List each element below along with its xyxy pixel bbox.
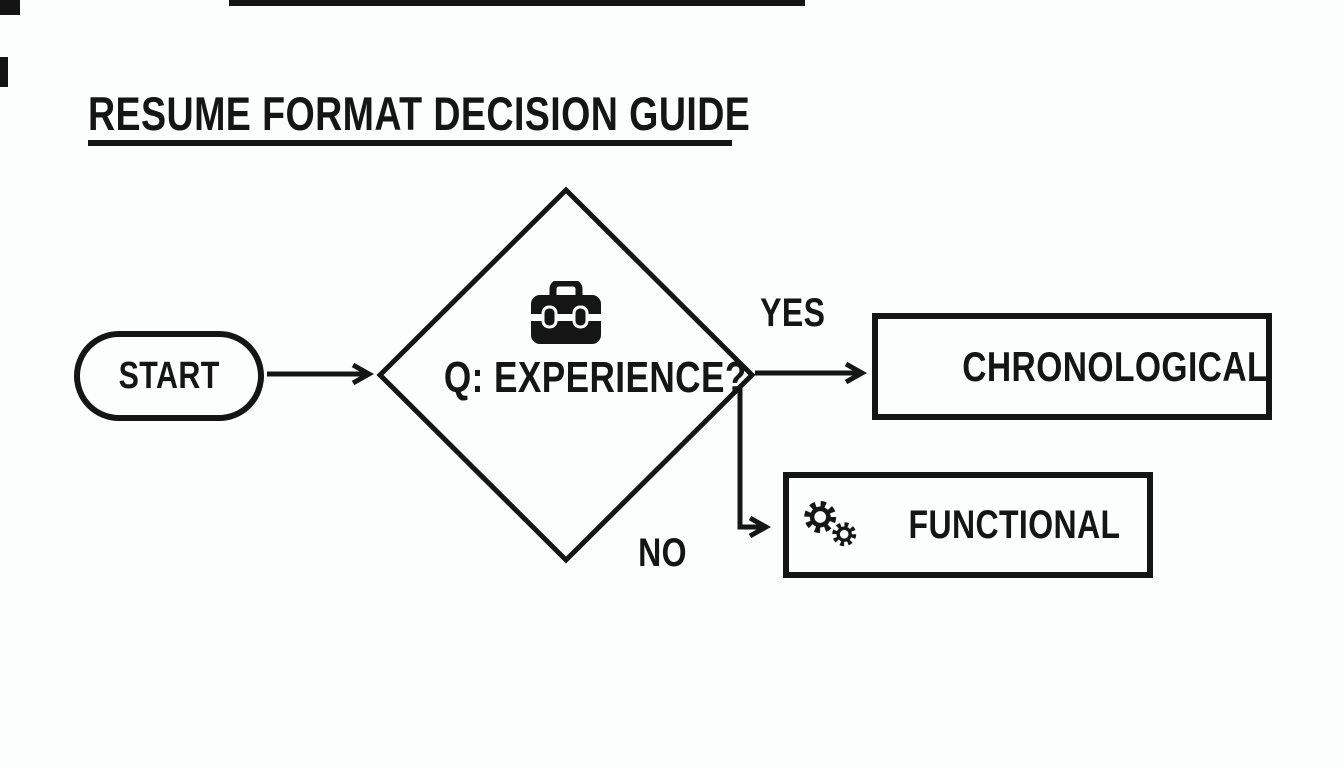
outcome-functional: FUNCTIONAL [783,472,1153,578]
page-title-text: RESUME FORMAT DECISION GUIDE [88,87,751,140]
functional-label: FUNCTIONAL [908,503,1121,547]
briefcase-icon [531,281,601,344]
edge-no-to-functional [737,388,766,527]
decision-node-label: Q: EXPERIENCE? [406,356,747,400]
chronological-label: CHRONOLOGICAL [962,342,1268,390]
decision-diamond-shape [376,186,756,564]
outcome-chronological: CHRONOLOGICAL [872,313,1272,420]
crop-artifact-top-bar [229,0,805,6]
decision-question-text: Q: EXPERIENCE? [443,353,747,402]
crop-artifact-corner [0,0,20,15]
edge-label-no: NO [637,531,687,575]
gears-icon [804,501,858,548]
start-node: START [74,331,264,421]
title-underline [88,140,732,146]
page-title: RESUME FORMAT DECISION GUIDE [88,90,916,137]
crop-artifact-left-edge [0,57,8,87]
edge-label-yes: YES [760,291,826,335]
start-node-label: START [118,355,220,397]
